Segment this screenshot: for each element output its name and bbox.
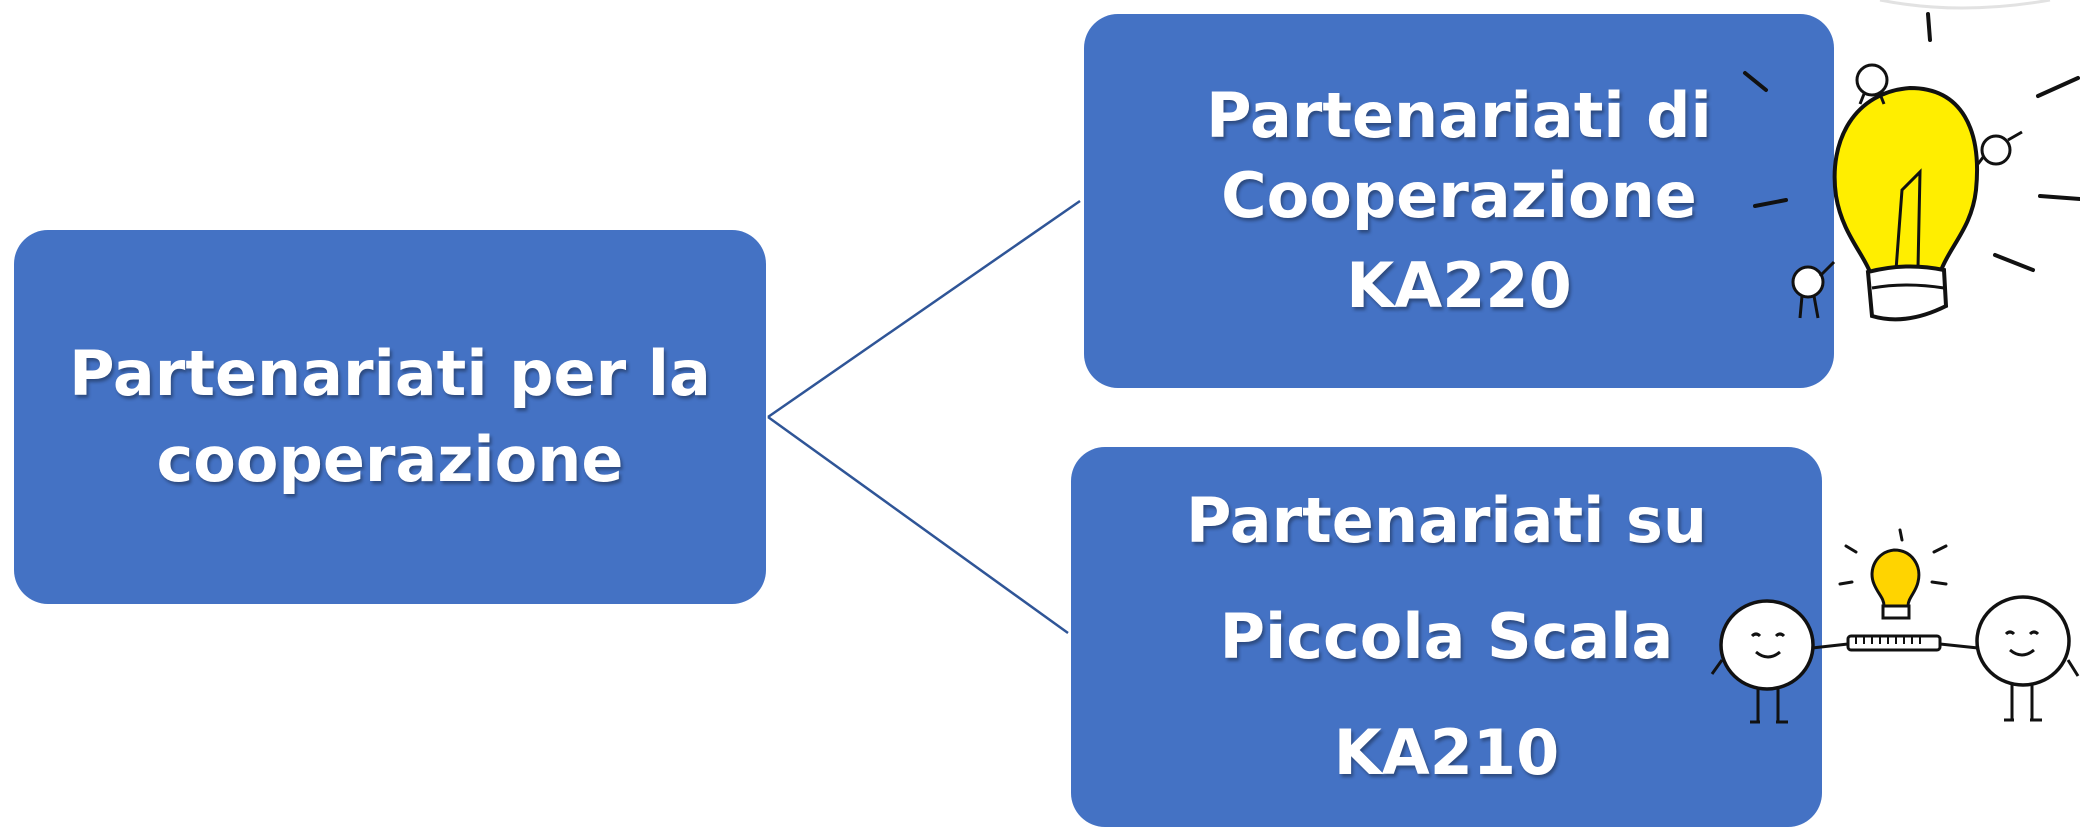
branch-ka220-label-line2: Cooperazione [1221,159,1697,232]
branch-node-ka220: Partenariati di Cooperazione KA220 [1084,14,1834,388]
connector-line-top [767,199,1081,419]
branch-ka220-code: KA220 [1346,249,1572,322]
branch-ka210-code: KA210 [1333,716,1560,789]
branch-ka220-label-line1: Partenariati di [1206,79,1712,152]
branch-node-ka210: Partenariati su Piccola Scala KA210 [1071,447,1822,827]
connector-line-bottom [767,415,1069,635]
root-label-line2: cooperazione [156,423,624,496]
root-node: Partenariati per la cooperazione [14,230,766,604]
root-label-line1: Partenariati per la [69,337,711,410]
branch-ka210-label-line2: Piccola Scala [1219,600,1674,673]
branch-ka210-label-line1: Partenariati su [1185,484,1708,557]
